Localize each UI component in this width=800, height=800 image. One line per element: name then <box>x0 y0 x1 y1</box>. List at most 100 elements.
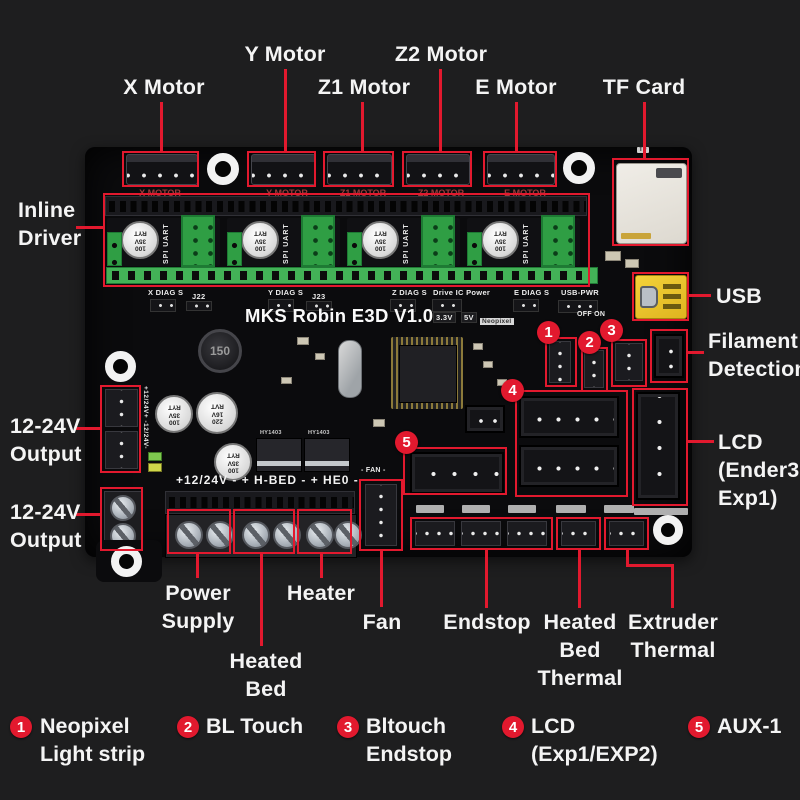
driver-capacitor: 100 35V RYT <box>121 221 159 259</box>
silkscreen: Z DIAG S <box>392 288 427 297</box>
leader-x-motor <box>160 102 163 153</box>
driver-2pin-connector <box>227 232 242 266</box>
stepper-driver-module: 100 35V RYT SPI UART <box>347 215 460 267</box>
leader-filament <box>686 351 704 354</box>
z1-motor-connector <box>327 154 392 185</box>
smd-component <box>625 259 639 268</box>
callout-output-top: 12-24V Output <box>10 414 82 466</box>
leader-fan <box>380 551 383 607</box>
mounting-hole <box>653 515 683 545</box>
z2-motor-connector <box>406 154 470 185</box>
silkscreen: J22 <box>192 292 206 301</box>
leader-tf-card <box>643 102 646 160</box>
leader-heated-bed <box>260 554 263 646</box>
neopixel-highlight <box>545 337 577 387</box>
usb-highlight <box>632 272 689 321</box>
heated-bed-thermal-highlight <box>556 517 601 550</box>
mounting-hole <box>105 351 136 382</box>
silkscreen-smudge <box>556 505 586 513</box>
driver-pin-header <box>421 215 455 267</box>
x-motor-highlight <box>122 151 199 187</box>
fan-connector <box>365 484 397 546</box>
extruder-thermal-highlight <box>604 517 649 550</box>
fan-silkscreen: - FAN - <box>361 467 386 474</box>
smd-component <box>297 337 309 345</box>
lcd-ender3-highlight <box>632 388 688 506</box>
leader-extruder-thermal-h <box>626 564 674 567</box>
mosfet <box>304 438 350 472</box>
endstop-connector <box>507 521 547 546</box>
jumper-block <box>390 299 416 312</box>
jumper-block <box>306 301 332 311</box>
legend-label-1: Neopixel Light strip <box>40 714 146 767</box>
silkscreen-smudge <box>604 505 634 513</box>
leader-endstop <box>485 550 488 608</box>
terminal-screw <box>175 521 203 549</box>
terminal-screw <box>306 521 334 549</box>
driver-capacitor: 100 35V RYT <box>241 221 279 259</box>
driver-pin-header <box>301 215 335 267</box>
driver-2pin-connector <box>347 232 362 266</box>
callout-endstop: Endstop <box>443 610 531 634</box>
mcu-chip <box>391 337 463 409</box>
jumper-block <box>186 301 212 311</box>
leader-output-top <box>76 427 102 430</box>
neopixel-silkscreen: Neopixel <box>480 318 514 325</box>
leader-z1-motor <box>361 102 364 153</box>
mosfet-silkscreen: HY1403 <box>260 430 282 436</box>
neopixel-connector <box>549 341 571 383</box>
output-top-highlight <box>100 385 141 473</box>
leader-extruder-thermal-v2 <box>671 564 674 608</box>
12-24v-output-connector <box>105 389 138 427</box>
led <box>148 463 162 472</box>
marker-3: 3 <box>600 319 623 342</box>
stepper-driver-module: 100 35V RYT SPI UART <box>227 215 340 267</box>
silkscreen: E DIAG S <box>514 288 550 297</box>
lcd-exp1-header <box>519 396 619 438</box>
smd-component <box>483 361 493 368</box>
silkscreen: X DIAG S <box>148 288 184 297</box>
terminal-screw <box>334 521 362 549</box>
callout-heated-bed: Heated Bed <box>229 649 303 701</box>
smd-component <box>605 251 621 261</box>
legend-marker-5: 5 <box>688 716 710 738</box>
leader-y-motor <box>284 69 287 153</box>
marker-4: 4 <box>501 379 524 402</box>
aux1-highlight <box>403 447 507 495</box>
filament-detection-highlight <box>650 329 688 383</box>
callout-lcd-ender3: LCD (Ender3 Exp1) <box>718 430 800 510</box>
legend-marker-4: 4 <box>502 716 524 738</box>
callout-usb: USB <box>716 284 762 308</box>
power-inductor: 150 <box>198 329 242 373</box>
leader-usb <box>687 294 711 297</box>
stepper-driver-module: 100 35V RYT SPI UART <box>467 215 580 267</box>
power-supply-highlight <box>167 509 231 554</box>
jumper-block <box>150 299 176 312</box>
capacitor: 100 35V RYT <box>155 395 193 433</box>
capacitor: 100 35V RYT <box>214 443 252 481</box>
12-24v-output-connector <box>105 431 138 469</box>
silkscreen: Y DIAG S <box>268 288 304 297</box>
silkscreen: 5V <box>461 312 477 323</box>
bltouch-connector <box>584 350 604 388</box>
leader-heated-bed-thermal <box>578 550 581 608</box>
usb-pwr-jumper <box>558 300 598 313</box>
leader-extruder-thermal-v1 <box>626 550 629 567</box>
capacitor-label: 220 16V RVT <box>210 402 224 425</box>
mcu-die <box>399 345 457 403</box>
heated-bed-thermal-connector <box>561 521 596 546</box>
legend-label-2: BL Touch <box>206 714 304 738</box>
y-motor-highlight <box>247 151 316 187</box>
silkscreen-smudge <box>462 505 490 513</box>
tf-card-notch <box>656 168 682 178</box>
silkscreen: Drive IC Power <box>433 288 491 297</box>
endstop-connector <box>415 521 455 546</box>
leader-inline-driver <box>76 226 105 229</box>
callout-z2-motor: Z2 Motor <box>394 42 488 66</box>
capacitor: 220 16V RVT <box>196 392 238 434</box>
driver-pin-header <box>541 215 575 267</box>
callout-x-motor: X Motor <box>123 75 205 99</box>
driver-pin-header <box>181 215 215 267</box>
driver-capacitor: 100 35V RYT <box>361 221 399 259</box>
